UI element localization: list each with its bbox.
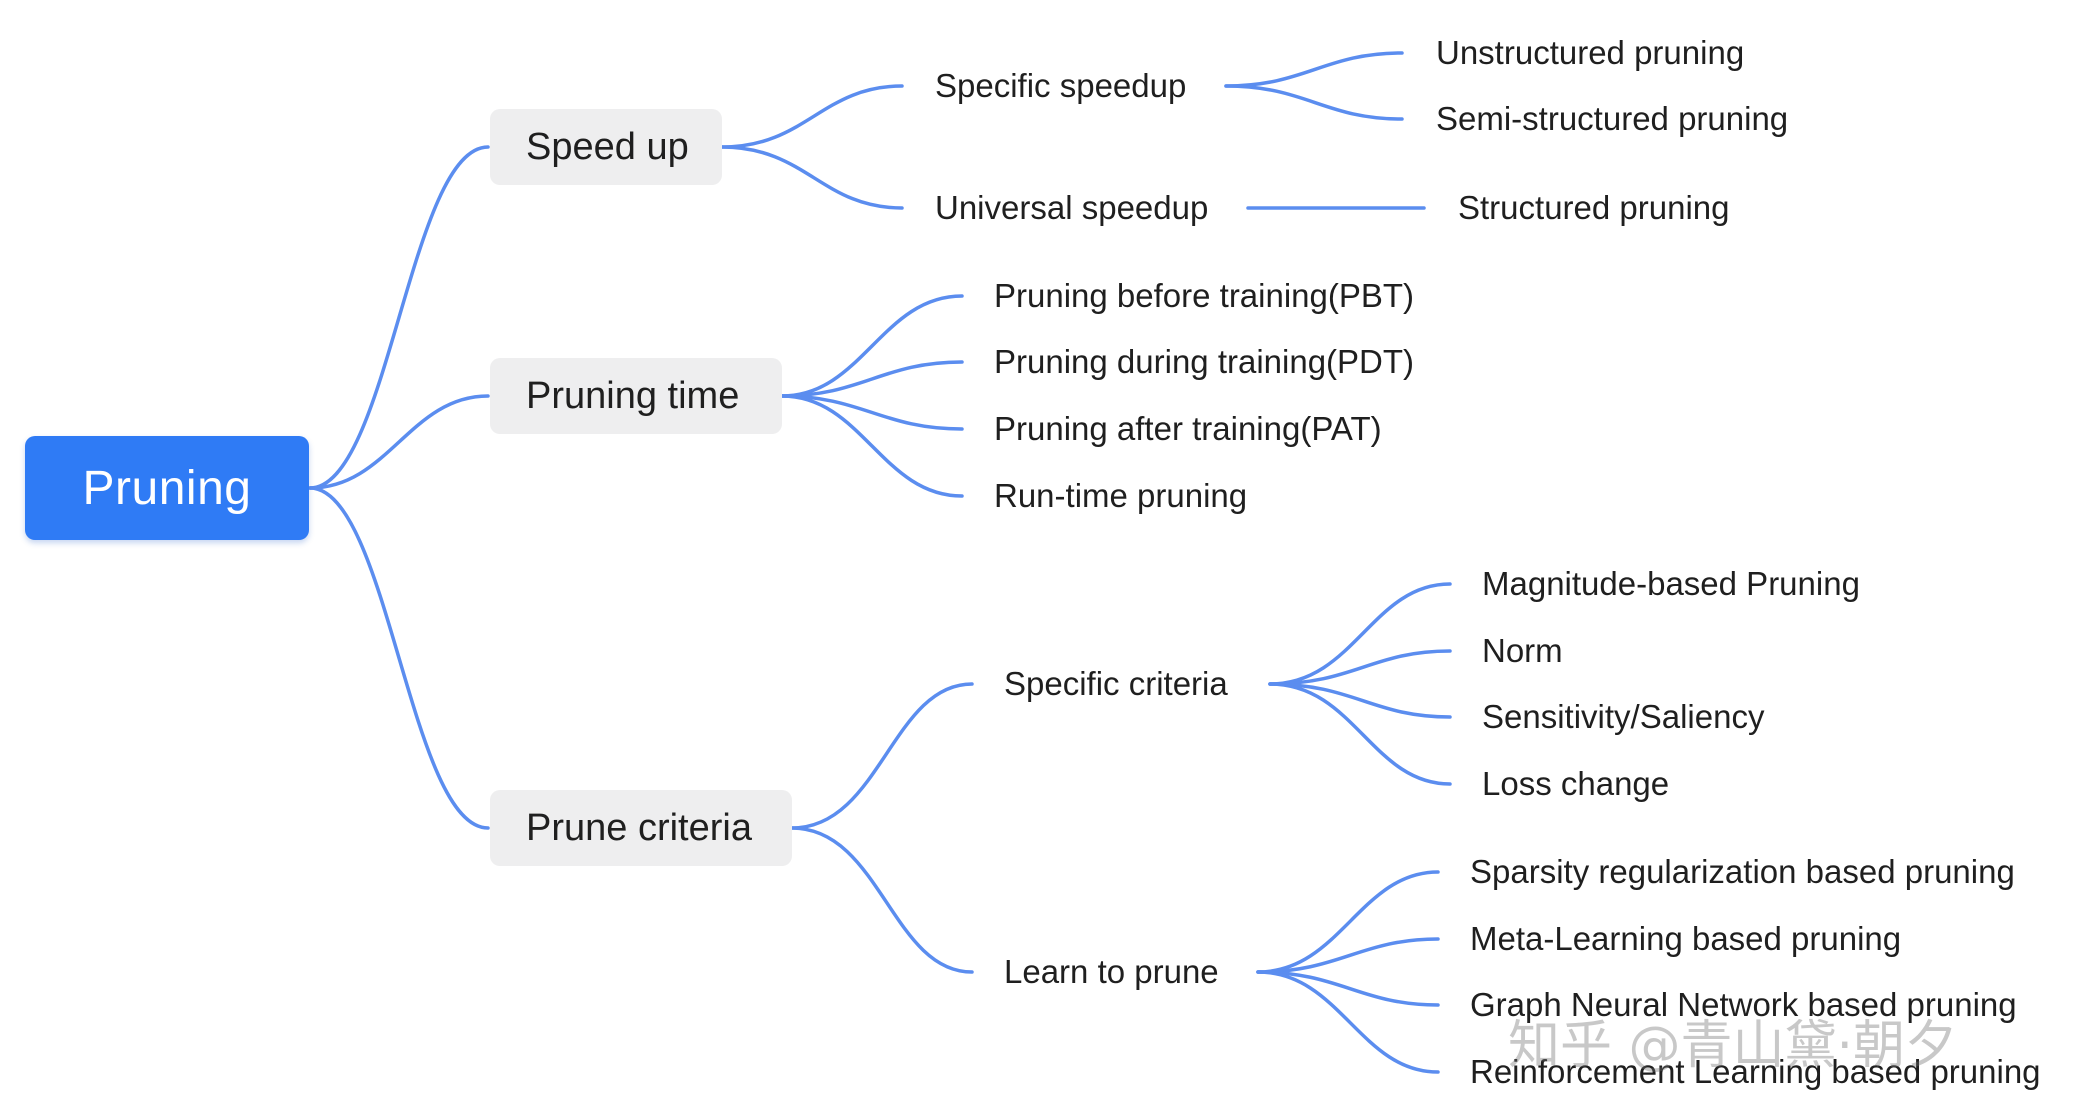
- leaf-meta-learning[interactable]: Meta-Learning based pruning: [1470, 920, 1902, 957]
- edge-pruning-time-pbt: [780, 294, 964, 398]
- leaf-magnitude-based-pruning[interactable]: Magnitude-based Pruning: [1482, 565, 1860, 602]
- edge-root-speed-up: [308, 145, 490, 490]
- leaf-pruning-during-training[interactable]: Pruning during training(PDT): [994, 343, 1415, 380]
- node-universal-speedup[interactable]: Universal speedup: [935, 189, 1209, 226]
- leaf-semi-structured-pruning[interactable]: Semi-structured pruning: [1436, 100, 1789, 137]
- leaf-unstructured-pruning[interactable]: Unstructured pruning: [1436, 34, 1745, 71]
- edge-specific-speedup-semi-structured: [1224, 84, 1404, 121]
- branch-node-pruning-time[interactable]: Pruning time: [490, 358, 782, 434]
- edge-learn-to-prune-gnn: [1256, 970, 1440, 1007]
- edge-specific-criteria-magnitude: [1268, 582, 1452, 686]
- root-node-label: Pruning: [82, 461, 252, 515]
- root-node[interactable]: Pruning: [25, 436, 309, 540]
- edge-learn-to-prune-sparsity: [1256, 870, 1440, 974]
- branch-node-speed-up[interactable]: Speed up: [490, 109, 722, 185]
- edge-speed-up-universal-speedup: [720, 145, 904, 210]
- edge-speed-up-specific-speedup: [720, 84, 904, 149]
- edge-specific-criteria-norm: [1268, 649, 1452, 686]
- edge-specific-speedup-unstructured: [1224, 51, 1404, 88]
- leaf-pruning-after-training[interactable]: Pruning after training(PAT): [994, 410, 1382, 447]
- leaf-pruning-before-training[interactable]: Pruning before training(PBT): [994, 277, 1415, 314]
- branch-node-label: Speed up: [526, 125, 689, 168]
- leaf-reinforcement-learning[interactable]: Reinforcement Learning based pruning: [1470, 1053, 2041, 1090]
- branch-node-label: Pruning time: [526, 374, 740, 417]
- edge-learn-to-prune-meta-learning: [1256, 937, 1440, 974]
- edge-root-pruning-time: [308, 394, 490, 490]
- edge-pruning-time-pat: [780, 394, 964, 431]
- edge-prune-criteria-specific-criteria: [790, 682, 974, 830]
- leaf-norm[interactable]: Norm: [1482, 632, 1563, 669]
- edge-root-prune-criteria: [308, 486, 490, 830]
- node-learn-to-prune[interactable]: Learn to prune: [1004, 953, 1219, 990]
- leaf-graph-neural-network[interactable]: Graph Neural Network based pruning: [1470, 986, 2017, 1023]
- leaf-structured-pruning[interactable]: Structured pruning: [1458, 189, 1730, 226]
- edge-learn-to-prune-rl: [1256, 970, 1440, 1074]
- leaf-loss-change[interactable]: Loss change: [1482, 765, 1670, 802]
- edge-specific-criteria-loss-change: [1268, 682, 1452, 786]
- node-specific-criteria[interactable]: Specific criteria: [1004, 665, 1228, 702]
- edge-specific-criteria-sensitivity: [1268, 682, 1452, 719]
- edge-pruning-time-pdt: [780, 360, 964, 398]
- branch-node-prune-criteria[interactable]: Prune criteria: [490, 790, 792, 866]
- leaf-sparsity-regularization[interactable]: Sparsity regularization based pruning: [1470, 853, 2015, 890]
- node-specific-speedup[interactable]: Specific speedup: [935, 67, 1187, 104]
- branch-node-label: Prune criteria: [526, 806, 752, 849]
- edge-pruning-time-run-time: [780, 394, 964, 498]
- leaf-run-time-pruning[interactable]: Run-time pruning: [994, 477, 1248, 514]
- leaf-sensitivity-saliency[interactable]: Sensitivity/Saliency: [1482, 698, 1765, 735]
- edge-prune-criteria-learn-to-prune: [790, 826, 974, 974]
